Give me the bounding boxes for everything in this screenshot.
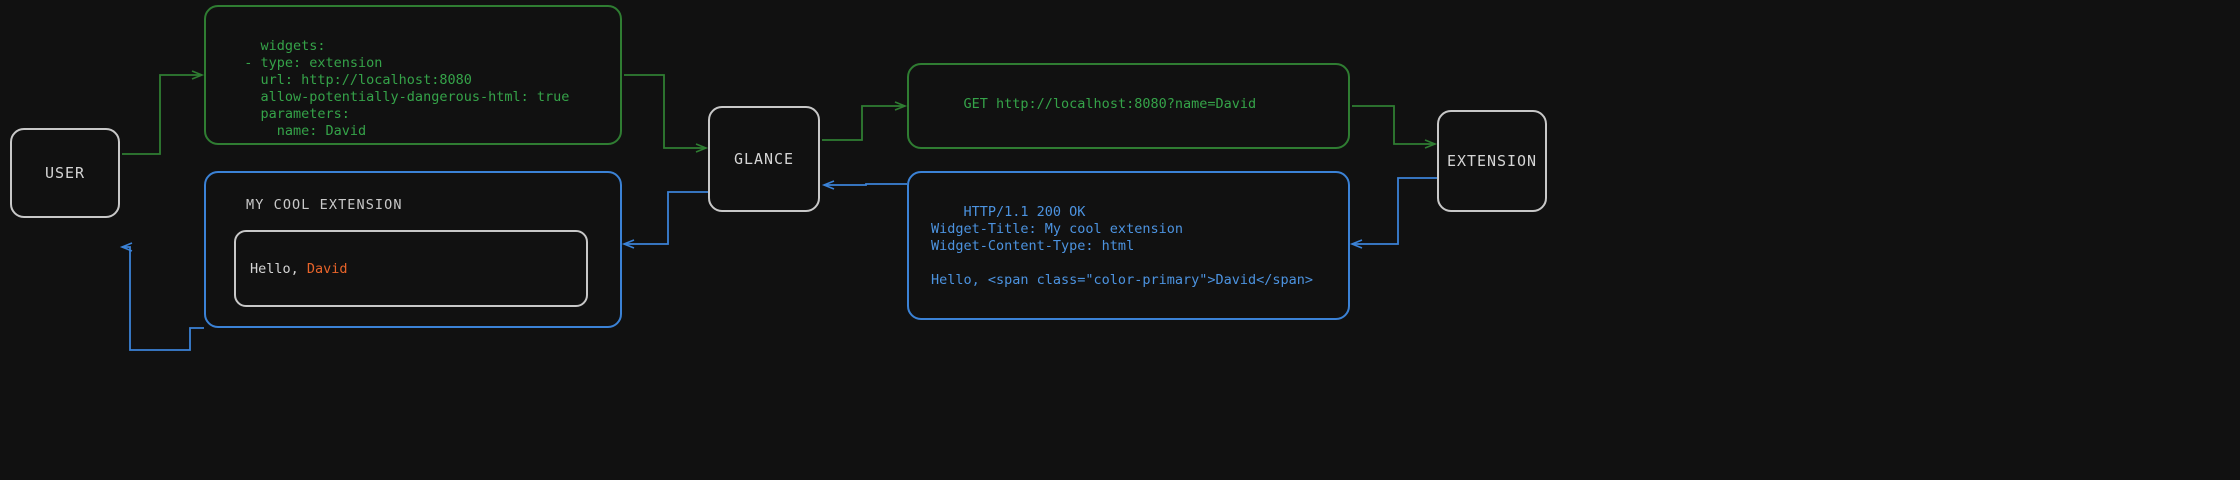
arrow-widget-to-user [119, 242, 204, 351]
widget-body: Hello, David [250, 261, 348, 277]
yaml-config-text: widgets: - type: extension url: http://l… [244, 38, 570, 139]
arrow-glance-to-widget [621, 191, 708, 249]
arrow-extension-to-response [1349, 177, 1437, 249]
http-response-box: HTTP/1.1 200 OK Widget-Title: My cool ex… [907, 171, 1350, 320]
rendered-widget-box: MY COOL EXTENSION Hello, David [204, 171, 622, 328]
http-response-text: HTTP/1.1 200 OK Widget-Title: My cool ex… [931, 204, 1314, 288]
node-extension[interactable]: EXTENSION [1437, 110, 1547, 212]
arrow-config-to-glance [624, 74, 709, 153]
http-request-box: GET http://localhost:8080?name=David [907, 63, 1350, 149]
yaml-config-box: widgets: - type: extension url: http://l… [204, 5, 622, 145]
arrow-user-to-config [122, 70, 205, 155]
arrow-request-to-extension [1352, 105, 1438, 149]
widget-title: MY COOL EXTENSION [246, 197, 403, 213]
node-user-label: USER [45, 164, 85, 182]
node-extension-label: EXTENSION [1447, 152, 1537, 170]
node-glance[interactable]: GLANCE [708, 106, 820, 212]
node-glance-label: GLANCE [734, 150, 794, 168]
http-request-text: GET http://localhost:8080?name=David [963, 96, 1257, 112]
arrow-response-to-glance [821, 180, 907, 190]
widget-content-card: Hello, David [234, 230, 588, 307]
widget-body-accent: David [306, 260, 348, 277]
arrow-glance-to-request [822, 101, 908, 141]
widget-body-prefix: Hello, [250, 260, 307, 277]
node-user[interactable]: USER [10, 128, 120, 218]
